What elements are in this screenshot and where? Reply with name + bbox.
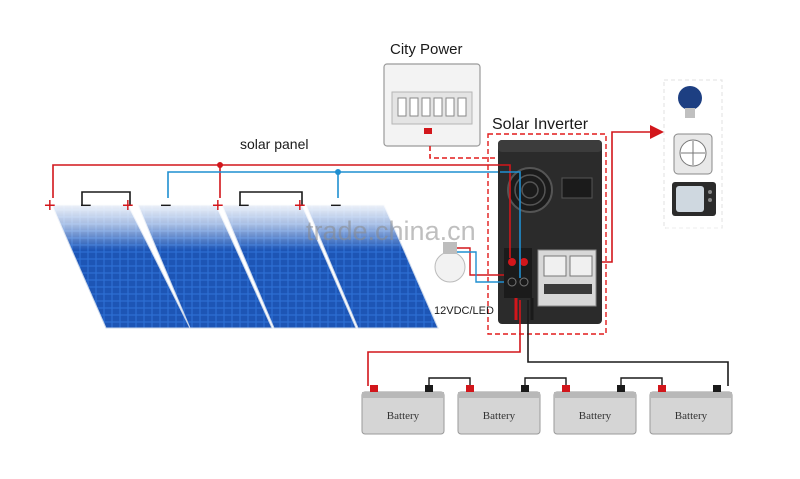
solar-inverter [498, 140, 602, 324]
inverter-dashed-frame [487, 133, 607, 335]
panel-wiring [52, 162, 500, 206]
positive-wire-main [52, 164, 498, 198]
terminal-sign: + [44, 195, 56, 217]
negative-wire-main [167, 171, 500, 198]
terminal-sign: + [212, 195, 224, 217]
panel-negative-to-inverter [500, 171, 521, 278]
dc-load-wire [457, 247, 504, 276]
battery-1: Battery [361, 385, 445, 435]
battery-3: Battery [553, 385, 637, 435]
battery-4: Battery [649, 385, 733, 435]
ac-output-arrow [650, 125, 664, 139]
terminal-sign: − [238, 195, 250, 217]
battery-positive-cable [367, 300, 521, 386]
terminal-sign: + [294, 195, 306, 217]
city-power-breaker-box [383, 63, 481, 147]
panel-positive-to-inverter [498, 164, 511, 258]
battery-label: Battery [387, 410, 420, 422]
battery-label: Battery [675, 410, 708, 422]
panel-top-fade [40, 200, 440, 250]
fan-icon [673, 133, 713, 175]
solar-inverter-label: Solar Inverter [492, 116, 589, 133]
ac-output-wire [602, 131, 652, 263]
city-power-label: City Power [390, 41, 463, 58]
battery-2: Battery [457, 385, 541, 435]
led-bulb-icon [678, 86, 702, 118]
dc-bulb-icon [434, 242, 466, 283]
battery-bank: Battery Battery Battery Battery [361, 377, 733, 435]
watermark: trade.china.cn [306, 216, 476, 246]
city-power-connection [429, 146, 498, 159]
terminal-sign: − [330, 195, 342, 217]
battery-negative-cable [527, 300, 729, 386]
tv-icon [672, 182, 716, 216]
dc-led-label: 12VDC/LED [434, 305, 494, 317]
terminal-sign: − [160, 195, 172, 217]
battery-label: Battery [483, 410, 516, 422]
terminal-sign: − [80, 195, 92, 217]
solar-panel-array [40, 200, 440, 329]
terminal-sign: + [122, 195, 134, 217]
battery-label: Battery [579, 410, 612, 422]
panel-terminals: + − + − + − + − [44, 195, 342, 217]
solar-panel-label: solar panel [240, 136, 309, 152]
